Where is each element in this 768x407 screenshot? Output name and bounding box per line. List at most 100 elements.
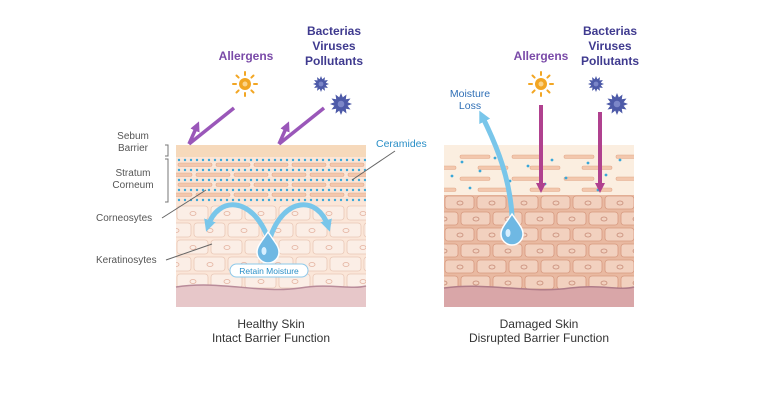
cell xyxy=(508,259,539,274)
cell-nucleus xyxy=(568,216,576,222)
ceramide-dot xyxy=(333,188,337,192)
cell xyxy=(572,227,603,242)
healthy-sebum-layer xyxy=(176,145,366,157)
ceramide-dot xyxy=(303,188,307,192)
ceramide-dot xyxy=(267,198,271,202)
cell-nucleus xyxy=(257,211,265,216)
corneocyte xyxy=(233,172,269,177)
cell xyxy=(524,211,555,226)
ceramide-dot xyxy=(189,188,193,192)
corneocyte xyxy=(253,162,289,167)
cell-nucleus xyxy=(616,232,624,238)
ceramide-dot xyxy=(339,198,343,202)
ceramide-dot xyxy=(363,158,366,162)
corneocyte xyxy=(444,165,457,170)
cell-nucleus xyxy=(488,264,496,270)
sebum-bracket xyxy=(165,144,169,157)
keratinosytes-label: Keratinosytes xyxy=(96,255,157,266)
ceramide-dot xyxy=(225,178,229,182)
ceramide-dot xyxy=(333,168,337,172)
corneocyte xyxy=(195,172,231,177)
cell xyxy=(210,239,243,255)
ceramide-dot xyxy=(231,168,235,172)
virus-core xyxy=(337,100,345,108)
ceramide-dot xyxy=(564,176,568,180)
ceramide-dot xyxy=(213,198,217,202)
ceramide-dot xyxy=(321,168,325,172)
ceramide-dot xyxy=(267,178,271,182)
virus-icon-large xyxy=(330,93,352,115)
ceramide-dot xyxy=(195,198,199,202)
healthy-caption-subtitle: Intact Barrier Function xyxy=(212,331,330,345)
damaged-basement-line xyxy=(443,285,635,291)
ceramide-dot xyxy=(596,188,600,192)
cell xyxy=(444,259,475,274)
ceramide-dot xyxy=(285,168,289,172)
cell-nucleus xyxy=(444,248,448,254)
cell xyxy=(176,222,192,238)
cell-nucleus xyxy=(425,233,431,237)
cell xyxy=(620,275,634,290)
ceramides-label: Ceramides xyxy=(376,138,427,150)
ceramide-dot xyxy=(189,158,193,162)
cell-nucleus xyxy=(616,264,624,270)
cell-nucleus xyxy=(240,228,248,233)
ceramide-dot xyxy=(526,164,530,168)
cell xyxy=(588,243,619,258)
ceramide-dot xyxy=(460,160,464,164)
corneocyte xyxy=(563,154,595,159)
ceramide-dot xyxy=(291,168,295,172)
ceramide-dot xyxy=(333,198,337,202)
ceramide-dot xyxy=(261,178,265,182)
cell-nucleus xyxy=(425,201,431,205)
ceramide-dot xyxy=(231,158,235,162)
ceramide-dot xyxy=(351,158,355,162)
cell-nucleus xyxy=(600,248,608,254)
sebum-label-line2: Barrier xyxy=(118,143,149,154)
ceramide-dot xyxy=(213,178,217,182)
corneocyte xyxy=(444,187,457,192)
ceramide-dot xyxy=(327,198,331,202)
ceramide-dot xyxy=(273,168,277,172)
ceramide-dot xyxy=(291,178,295,182)
ceramide-dot xyxy=(177,198,181,202)
ceramide-dot xyxy=(327,158,331,162)
ceramide-dot xyxy=(303,158,307,162)
cell-nucleus xyxy=(520,264,528,270)
cell-nucleus xyxy=(536,216,544,222)
cell xyxy=(588,211,619,226)
allergen-arrow-deflect xyxy=(187,121,200,145)
ceramide-dot xyxy=(315,188,319,192)
ceramide-dot xyxy=(285,178,289,182)
cell xyxy=(604,227,634,242)
cell xyxy=(572,259,603,274)
ceramide-dot xyxy=(249,188,253,192)
ceramide-dot xyxy=(249,168,253,172)
cell-nucleus xyxy=(488,200,496,206)
cell-nucleus xyxy=(291,245,299,250)
corneocyte xyxy=(581,165,613,170)
corneocyte xyxy=(459,154,491,159)
retain-arrow-right xyxy=(267,202,332,239)
stratum-label-line2: Corneum xyxy=(112,180,153,191)
ceramide-dot xyxy=(357,168,361,172)
water-droplet-icon xyxy=(500,212,524,246)
ceramide-dot xyxy=(225,198,229,202)
ceramide-dot xyxy=(357,178,361,182)
ceramide-dot xyxy=(177,168,181,172)
ceramide-dot xyxy=(177,178,181,182)
ceramide-dot xyxy=(297,178,301,182)
ceramide-dot xyxy=(207,198,211,202)
ceramide-dot xyxy=(231,178,235,182)
ceramide-dot xyxy=(543,182,547,186)
cell xyxy=(460,243,491,258)
ceramide-dot xyxy=(303,168,307,172)
ceramide-dot xyxy=(183,158,187,162)
cell-nucleus xyxy=(444,280,448,286)
ceramide-dot xyxy=(478,169,482,173)
cell xyxy=(492,243,523,258)
ceramide-dot xyxy=(183,188,187,192)
healthy-caption-title: Healthy Skin xyxy=(237,317,304,331)
corneocyte xyxy=(347,172,366,177)
corneocyte xyxy=(511,176,543,181)
